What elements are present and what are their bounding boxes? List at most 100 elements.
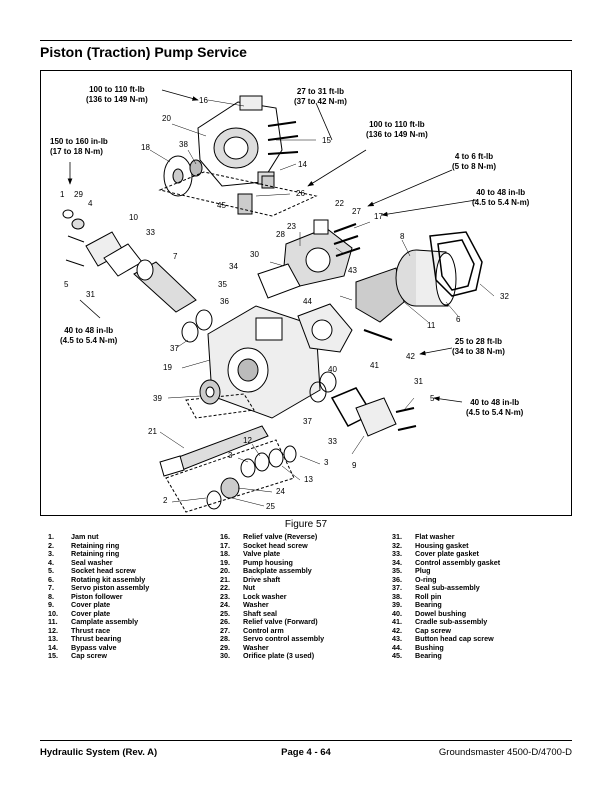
legend-item: 19.Pump housing	[220, 557, 293, 567]
torque-callout-c9: 40 to 48 in-lb(4.5 to 5.4 N-m)	[466, 398, 524, 417]
legend-item: 33.Cover plate gasket	[392, 549, 479, 558]
part-label: 1	[60, 190, 65, 199]
part-label: 5	[430, 394, 435, 403]
torque-callout-c1: 100 to 110 ft-lb(136 to 149 N-m)	[86, 85, 148, 104]
backplate-assembly-drawing	[197, 95, 283, 187]
part-label: 29	[74, 190, 83, 199]
legend-item: 44.Bushing	[392, 642, 444, 652]
legend-item: 13.Thrust bearing	[48, 634, 122, 643]
legend-item: 29.Washer	[220, 642, 269, 652]
legend-item: 8.Piston follower	[48, 591, 123, 601]
legend-item: 26.Relief valve (Forward)	[220, 617, 318, 626]
legend-item: 12.Thrust race	[48, 625, 111, 635]
rotating-kit-drawing	[395, 249, 457, 307]
legend-item: 39.Bearing	[392, 600, 442, 609]
servo-piston-drawing	[133, 259, 197, 313]
cradle-drawing	[297, 267, 405, 353]
part-label: 23	[287, 222, 296, 231]
legend-item: 28.Servo control assembly	[220, 634, 325, 643]
part-label: 16	[199, 96, 208, 105]
legend-item: 45.Bearing	[392, 651, 442, 660]
pump-housing-drawing	[207, 305, 321, 419]
legend-item: 34.Control assembly gasket	[392, 557, 501, 567]
legend-item: 31.Flat washer	[392, 532, 455, 541]
part-label: 10	[129, 213, 138, 222]
legend-item: 36.O-ring	[392, 574, 437, 584]
relief-valve-drawing	[237, 175, 275, 215]
part-label: 3	[324, 458, 329, 467]
torque-callout-c5: 4 to 6 ft-lb(5 to 8 N-m)	[452, 152, 496, 171]
part-label: 8	[400, 232, 405, 241]
part-label: 33	[146, 228, 155, 237]
part-label: 45	[217, 201, 226, 210]
part-label: 13	[304, 475, 313, 484]
part-label: 12	[243, 436, 252, 445]
part-label: 43	[348, 266, 357, 275]
legend-item: 15.Cap screw	[48, 651, 107, 660]
part-label: 37	[303, 417, 312, 426]
legend-column-1: 1.Jam nut 2.Retaining ring 3.Retaining r…	[48, 532, 149, 661]
legend-item: 2.Retaining ring	[48, 540, 120, 550]
part-label: 44	[303, 297, 312, 306]
legend-item: 42.Cap screw	[392, 625, 451, 635]
torque-callout-c7: 40 to 48 in-lb(4.5 to 5.4 N-m)	[60, 326, 118, 345]
o-rings-drawing	[181, 309, 213, 343]
torque-callout-c3: 150 to 160 in-lb(17 to 18 N-m)	[50, 137, 108, 156]
legend-item: 9.Cover plate	[48, 600, 111, 609]
part-label: 17	[374, 212, 383, 221]
part-label: 24	[276, 487, 285, 496]
legend-item: 22.Nut	[220, 583, 255, 592]
part-label: 27	[352, 207, 361, 216]
part-label: 40	[328, 365, 337, 374]
legend-item: 11.Camplate assembly	[48, 617, 139, 626]
bearing-39-drawing	[199, 379, 221, 405]
part-label: 35	[218, 280, 227, 289]
part-label: 4	[88, 199, 93, 208]
legend-item: 24.Washer	[220, 600, 269, 609]
legend-item: 4.Seal washer	[48, 557, 113, 567]
part-label: 31	[414, 377, 423, 386]
legend-item: 6.Rotating kit assembly	[48, 574, 146, 584]
legend-item: 41.Cradle sub-assembly	[392, 617, 488, 626]
part-label: 30	[250, 250, 259, 259]
legend-item: 17.Socket head screw	[220, 540, 308, 550]
part-label: 36	[220, 297, 229, 306]
top-rule	[40, 40, 572, 41]
part-label: 15	[322, 136, 331, 145]
part-label: 14	[298, 160, 307, 169]
part-label: 18	[141, 143, 150, 152]
valve-plate-drawing	[163, 155, 203, 197]
legend-item: 14.Bypass valve	[48, 642, 117, 652]
part-label: 2	[163, 496, 168, 505]
legend-item: 43.Button head cap screw	[392, 634, 494, 643]
legend-item: 35.Plug	[392, 566, 431, 575]
legend-column-3: 31.Flat washer 32.Housing gasket 33.Cove…	[392, 532, 501, 661]
part-label: 37	[170, 344, 179, 353]
part-label: 39	[153, 394, 162, 403]
part-label: 42	[406, 352, 415, 361]
legend-item: 1.Jam nut	[48, 532, 99, 541]
page-title: Piston (Traction) Pump Service	[40, 44, 247, 60]
torque-callout-c4: 100 to 110 ft-lb(136 to 149 N-m)	[366, 120, 428, 139]
torque-callout-c8: 25 to 28 ft-lb(34 to 38 N-m)	[452, 337, 505, 356]
legend-item: 38.Roll pin	[392, 591, 442, 601]
legend-item: 20.Backplate assembly	[220, 566, 312, 575]
footer-page-number: Page 4 - 64	[281, 747, 331, 758]
right-seals-drawing	[309, 371, 417, 437]
footer-section-title: Hydraulic System (Rev. A)	[40, 747, 158, 758]
part-label: 21	[148, 427, 157, 436]
part-label: 11	[427, 321, 436, 330]
cover-plate-left-drawing	[62, 209, 143, 277]
part-label: 41	[370, 361, 379, 370]
part-label: 34	[229, 262, 238, 271]
legend-item: 16.Relief valve (Reverse)	[220, 532, 318, 541]
legend-item: 30.Orifice plate (3 used)	[220, 651, 315, 660]
footer-product-name: Groundsmaster 4500-D/4700-D	[438, 747, 572, 758]
drive-shaft-drawing	[159, 425, 269, 477]
part-label: 7	[173, 252, 178, 261]
shaft-rings-drawing	[206, 445, 297, 510]
part-label: 38	[179, 140, 188, 149]
legend-column-2: 16.Relief valve (Reverse) 17.Socket head…	[220, 532, 325, 661]
part-leaders	[149, 99, 495, 507]
